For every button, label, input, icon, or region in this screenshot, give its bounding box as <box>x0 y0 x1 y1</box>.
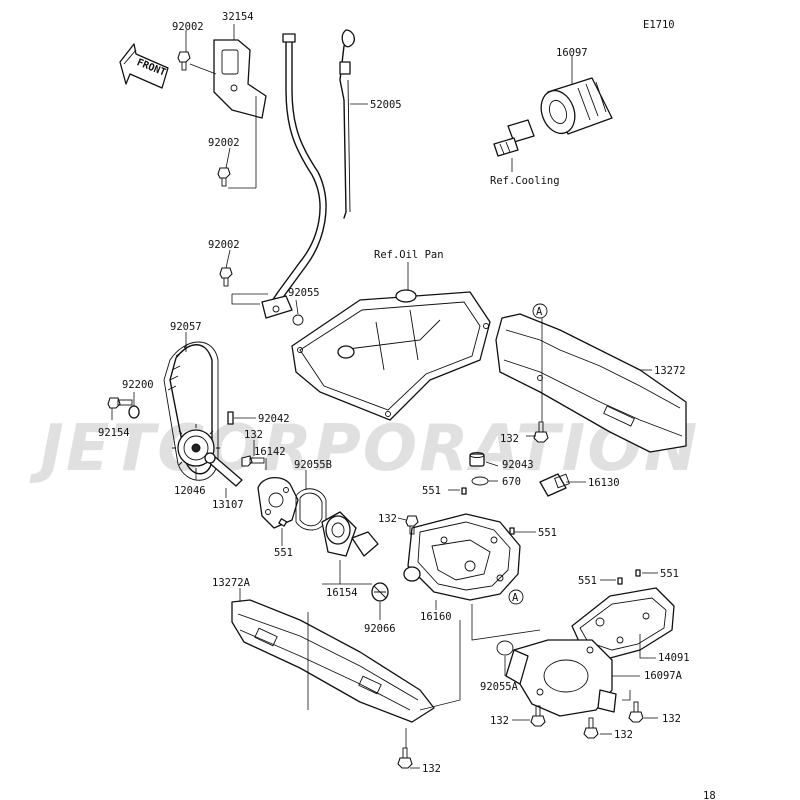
label-132-c: 132 <box>378 513 397 525</box>
bolt-132-g <box>397 747 413 769</box>
svg-text:A: A <box>536 306 543 318</box>
label-92055B: 92055B <box>294 459 332 471</box>
page-number: 18 <box>703 790 716 800</box>
oil-pan <box>291 289 491 421</box>
label-16097A: 16097A <box>644 670 683 682</box>
bolt-92002-c <box>219 267 233 287</box>
pump-shaft <box>204 452 243 487</box>
label-16142: 16142 <box>254 446 286 458</box>
label-92002-b: 92002 <box>208 137 240 149</box>
label-132-a: 132 <box>244 429 263 441</box>
oil-filter <box>540 77 613 135</box>
label-92002-c: 92002 <box>208 239 240 251</box>
o-ring-92055a <box>496 640 514 656</box>
label-ref-cooling: Ref.Cooling <box>490 175 560 187</box>
label-92055A: 92055A <box>480 681 519 693</box>
pin-92042 <box>227 411 234 425</box>
front-arrow-icon: FRONT <box>119 43 169 89</box>
label-551-d: 551 <box>578 575 597 587</box>
bolt-132-f <box>628 701 644 723</box>
oil-pressure-switch <box>539 473 570 497</box>
label-92042: 92042 <box>258 413 290 425</box>
label-13107: 13107 <box>212 499 244 511</box>
dowel-551-c <box>509 527 515 535</box>
bolt-132-e <box>583 717 599 739</box>
label-551-c: 551 <box>538 527 557 539</box>
diagram-code: E1710 <box>643 19 675 31</box>
sleeve-92043 <box>469 452 485 467</box>
oil-level-bracket <box>213 39 267 119</box>
washer-92200 <box>128 405 140 419</box>
label-132-f: 132 <box>662 713 681 725</box>
filter-fitting <box>493 119 535 157</box>
bolt-132-c <box>405 515 419 535</box>
dowel-551-d <box>617 577 623 585</box>
label-14091: 14091 <box>658 652 690 664</box>
label-92200: 92200 <box>122 379 154 391</box>
dowel-551-b <box>461 487 467 495</box>
label-670: 670 <box>502 476 521 488</box>
gasket-92055b <box>295 488 327 531</box>
dipstick <box>339 29 356 219</box>
ref-marker-a-2: A <box>508 589 524 605</box>
label-92043: 92043 <box>502 459 534 471</box>
label-132-g: 132 <box>422 763 441 775</box>
leader-lines <box>111 24 658 769</box>
label-132-d: 132 <box>490 715 509 727</box>
svg-text:A: A <box>512 592 519 604</box>
label-12046: 12046 <box>174 485 206 497</box>
o-ring-92055 <box>292 314 304 326</box>
dowel-551-a <box>278 518 288 527</box>
label-16130: 16130 <box>588 477 620 489</box>
dowel-551-e <box>635 569 641 577</box>
bolt-92154 <box>107 397 133 409</box>
label-92066: 92066 <box>364 623 396 635</box>
part-labels: 92002 32154 52005 92002 92002 16097 Ref.… <box>98 11 690 775</box>
label-13272: 13272 <box>654 365 686 377</box>
label-52005: 52005 <box>370 99 402 111</box>
heat-shield-13272 <box>495 313 687 453</box>
label-132-e: 132 <box>614 729 633 741</box>
label-92057: 92057 <box>170 321 202 333</box>
label-ref-oil-pan: Ref.Oil Pan <box>374 249 444 261</box>
bolt-132-d <box>530 705 546 727</box>
label-16097: 16097 <box>556 47 588 59</box>
label-13272A: 13272A <box>212 577 251 589</box>
bolt-132-b <box>533 421 549 443</box>
plug-92066 <box>371 582 389 602</box>
label-32154: 32154 <box>222 11 254 23</box>
label-16160: 16160 <box>420 611 452 623</box>
heat-shield-13272a <box>231 599 435 723</box>
label-551-e: 551 <box>660 568 679 580</box>
label-551-b: 551 <box>422 485 441 497</box>
label-92154: 92154 <box>98 427 130 439</box>
watermark: JETCORPORATION <box>29 412 699 486</box>
oil-pump-body <box>403 513 521 601</box>
filter-housing <box>505 639 617 717</box>
dipstick-guide-tube <box>261 33 327 319</box>
pump-rotor <box>321 511 379 557</box>
bolt-132-a <box>241 455 265 467</box>
label-551-a: 551 <box>274 547 293 559</box>
label-92055: 92055 <box>288 287 320 299</box>
bolt-92002-b <box>217 167 231 187</box>
bolt-92002-a <box>177 51 191 71</box>
ref-marker-a-1: A <box>532 303 548 319</box>
label-92002-a: 92002 <box>172 21 204 33</box>
label-16154: 16154 <box>326 587 358 599</box>
label-132-b: 132 <box>500 433 519 445</box>
